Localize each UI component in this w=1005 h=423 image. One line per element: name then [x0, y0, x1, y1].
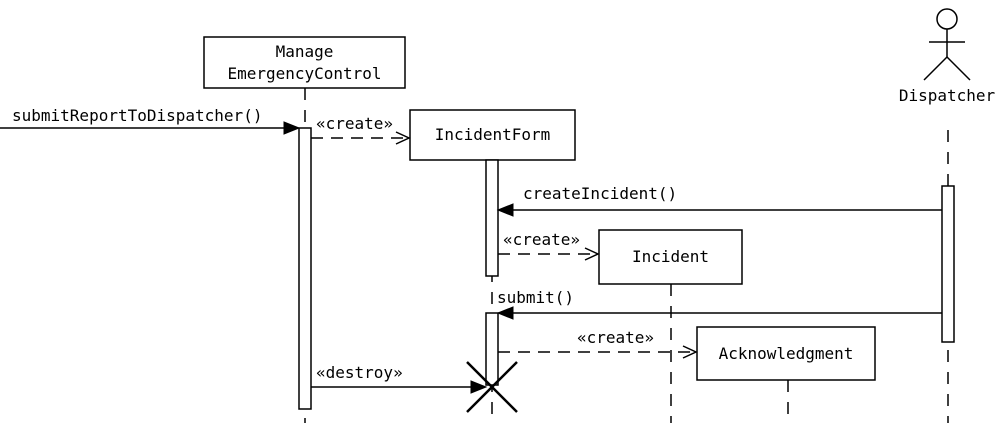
participant-manage-line1: Manage: [276, 42, 334, 61]
arrowhead-filled: [283, 121, 301, 135]
participant-incident-form-label: IncidentForm: [435, 125, 551, 144]
message-destroy: «destroy»: [311, 363, 488, 394]
participant-acknowledgment: Acknowledgment: [696, 326, 876, 381]
destruction-marker: [466, 361, 518, 413]
message-create-incident-form: «create»: [311, 114, 411, 145]
participant-incident: Incident: [598, 229, 743, 285]
message-create-incident-call-label: createIncident(): [523, 184, 677, 203]
message-submit-report-to-dispatcher: submitReportToDispatcher(): [0, 106, 301, 135]
arrowhead-filled: [496, 203, 514, 217]
arrowhead-filled: [496, 306, 514, 320]
actor-dispatcher: Dispatcher: [899, 8, 996, 105]
message-destroy-label: «destroy»: [316, 363, 403, 382]
participant-acknowledgment-label: Acknowledgment: [719, 344, 854, 363]
arrowhead-open: [682, 345, 698, 359]
message-create-acknowledgment: «create»: [498, 328, 698, 359]
arrowhead-open: [395, 131, 411, 145]
arrowhead-filled: [470, 380, 488, 394]
message-create-ack-label: «create»: [577, 328, 654, 347]
message-create-incident-label: «create»: [503, 230, 580, 249]
message-create-incident: createIncident(): [496, 184, 942, 217]
actor-head: [936, 8, 958, 30]
arrowhead-open: [584, 247, 600, 261]
activation-incident-form-1: [485, 159, 499, 277]
participant-manage-line2: EmergencyControl: [227, 64, 381, 83]
participant-manage-emergency-control: Manage EmergencyControl: [203, 36, 406, 89]
participant-incident-form: IncidentForm: [409, 109, 576, 161]
activation-incident-form-2: [485, 312, 499, 386]
actor-dispatcher-label: Dispatcher: [899, 86, 996, 105]
actor-left-leg: [923, 56, 948, 81]
activation-dispatcher: [941, 185, 955, 343]
participant-incident-label: Incident: [632, 247, 709, 266]
message-create-form-label: «create»: [316, 114, 393, 133]
actor-right-leg: [946, 56, 971, 81]
message-submit-report-label: submitReportToDispatcher(): [12, 106, 262, 125]
message-submit: submit(): [496, 288, 942, 320]
message-submit-label: submit(): [497, 288, 574, 307]
message-create-incident-object: «create»: [498, 230, 600, 261]
activation-manage: [298, 127, 312, 410]
